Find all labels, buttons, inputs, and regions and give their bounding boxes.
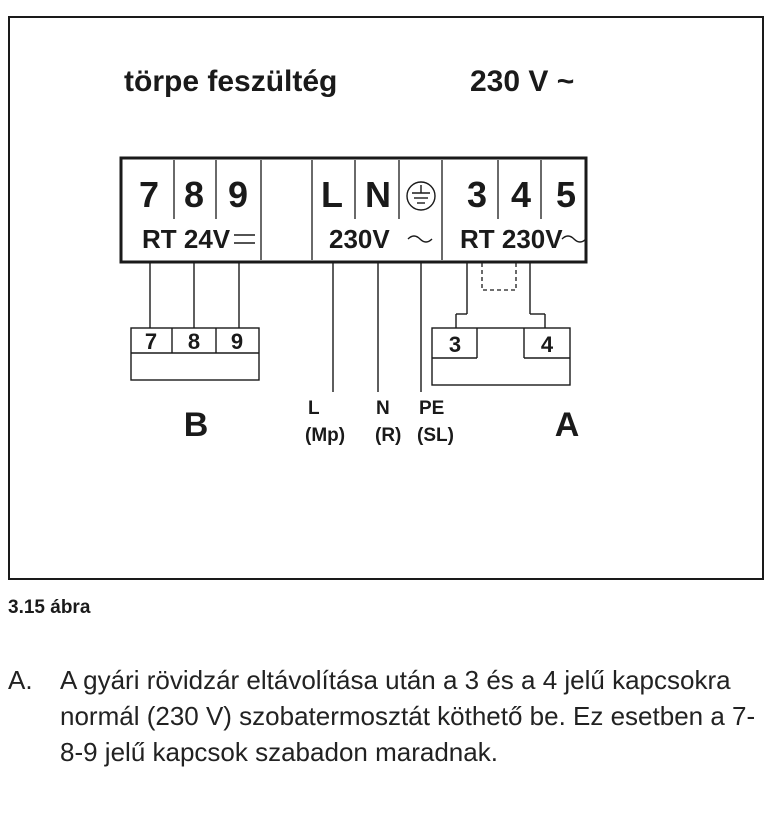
wire-n-label: N	[376, 398, 390, 419]
terminal-4: 4	[511, 174, 531, 215]
low-voltage-label: törpe feszültég	[124, 65, 337, 98]
block-a-terminal-3: 3	[449, 332, 461, 357]
wire-l-sub: (Mp)	[305, 425, 345, 446]
wires	[149, 262, 546, 392]
ground-icon	[406, 181, 436, 211]
terminal-9: 9	[228, 174, 248, 215]
terminal-l: L	[321, 174, 343, 215]
rt-24v-label: RT 24V	[142, 224, 231, 254]
wire-l-label: L	[308, 398, 320, 419]
block-b-terminal-9: 9	[231, 329, 243, 354]
rt-230v-label: RT 230V	[460, 224, 563, 254]
block-b-terminal-7: 7	[145, 329, 157, 354]
terminal-8: 8	[184, 174, 204, 215]
terminal-separators	[173, 160, 542, 260]
note-paragraph: A. A gyári rövidzár eltávolítása után a …	[8, 662, 758, 770]
figure-caption: 3.15 ábra	[8, 597, 91, 618]
wire-n-sub: (R)	[375, 425, 401, 446]
dc-symbol-icon	[234, 234, 255, 244]
mains-230v-label: 230V	[329, 224, 390, 254]
block-a	[431, 327, 571, 386]
block-b-terminal-8: 8	[188, 329, 200, 354]
wire-pe-sub: (SL)	[417, 425, 454, 446]
block-a-terminal-4: 4	[541, 332, 554, 357]
wire-pe-label: PE	[419, 398, 444, 419]
block-b-label: B	[184, 406, 209, 444]
terminal-3: 3	[467, 174, 487, 215]
diagram-frame	[8, 16, 764, 580]
terminal-7: 7	[139, 174, 159, 215]
block-a-label: A	[555, 406, 580, 444]
mains-voltage-label: 230 V ~	[470, 65, 574, 98]
block-b	[130, 327, 260, 381]
note-lead: A.	[8, 665, 33, 695]
terminal-n: N	[365, 174, 391, 215]
factory-jumper	[481, 261, 517, 291]
terminal-strip	[119, 156, 588, 264]
ac-symbol-icon	[407, 235, 433, 243]
terminal-5: 5	[556, 174, 576, 215]
note-text: A gyári rövidzár eltávolítása után a 3 é…	[60, 665, 756, 767]
ac-symbol-icon-2	[561, 235, 587, 243]
